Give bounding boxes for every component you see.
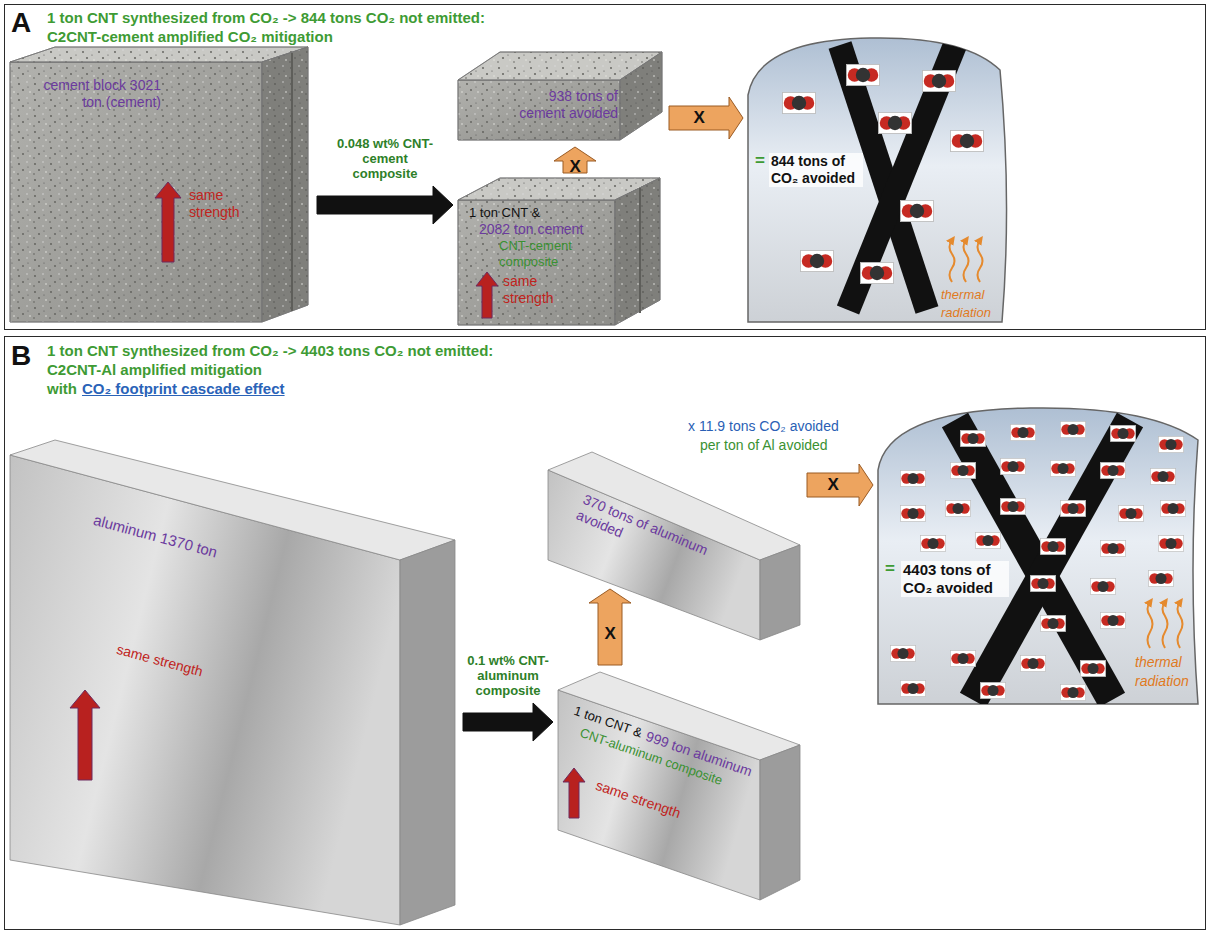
annotation-label: x 11.9 tons CO₂ avoided	[688, 418, 839, 435]
x-mark: X	[828, 475, 839, 495]
block-arrow	[463, 703, 553, 741]
arrow-label: 0.1 wt% CNT-aluminum composite	[456, 654, 560, 699]
node-text: same strength	[189, 187, 251, 221]
composite-block-drawing	[458, 178, 660, 325]
node-text: 4403 tons of CO₂ avoided	[901, 561, 1009, 597]
orange-arrow	[669, 97, 743, 139]
cement-slab-drawing	[458, 52, 662, 140]
node-text: same strength	[503, 273, 563, 307]
node-text: 2082 ton cement	[479, 221, 583, 238]
x-mark: X	[605, 624, 616, 644]
composite-block: 1 ton CNT &2082 ton cementCNT-cement com…	[457, 177, 663, 327]
node-text: 1 ton CNT &	[469, 205, 540, 221]
node-text: C2CNT-Al amplified mitigation	[47, 361, 262, 379]
node-text: same strength	[115, 641, 205, 680]
node-text: =	[885, 559, 895, 579]
aluminum-slab-drawing	[548, 452, 800, 640]
cement-block-drawing	[10, 47, 308, 322]
node-text: 938 tons of cement avoided	[504, 88, 618, 122]
node-text: same strength	[594, 777, 683, 822]
node-text: 844 tons of CO₂ avoided	[769, 153, 863, 187]
orange-arrow	[589, 589, 631, 665]
node-text: CO₂ footprint cascade effect	[82, 380, 285, 398]
annotation-label: per ton of Al avoided	[700, 437, 828, 454]
strength-arrows	[70, 182, 585, 818]
node-text: A	[11, 6, 31, 40]
node-text: thermal radiation	[1135, 653, 1197, 691]
arrow-label: 0.048 wt% CNT-cement composite	[333, 137, 437, 182]
node-text: =	[755, 151, 765, 171]
composite-aluminum: 1 ton CNT &999 ton aluminumCNT-aluminum …	[557, 669, 803, 909]
avoided-cement-slab: 938 tons of cement avoided	[457, 49, 665, 143]
co2-avoided-panel-b: = 4403 tons of CO₂ avoided thermal radiati…	[877, 407, 1201, 709]
x-mark: X	[570, 157, 581, 177]
node-text: 1 ton CNT synthesized from CO₂ -> 4403 t…	[47, 342, 493, 360]
cement-block: cement block 3021 ton (cement) same stren…	[9, 45, 313, 327]
node-text: cement block 3021 ton (cement)	[37, 77, 161, 111]
node-text: CNT-cement composite	[499, 238, 585, 269]
aluminum-block: aluminum 1370 ton same strength	[9, 421, 459, 929]
node-text: 370 tons of aluminum avoided	[574, 491, 725, 581]
panel-a: A 1 ton CNT synthesized from CO₂ -> 844 t…	[4, 4, 1206, 330]
co2-avoided-panel: =844 tons of CO₂ avoided thermal radiatio…	[747, 37, 1007, 327]
node-text: C2CNT-cement amplified CO₂ mitigation	[47, 28, 333, 46]
block-arrow	[317, 186, 453, 224]
node-text: with	[47, 380, 77, 398]
node-text: thermal radiation	[941, 286, 1001, 321]
aluminum-block-drawing	[10, 440, 455, 925]
co2-panel-drawing	[748, 38, 1007, 322]
node-text: B	[11, 339, 31, 373]
x-mark: X	[694, 108, 705, 128]
node-text: aluminum 1370 ton	[91, 511, 219, 561]
co2-panel-b-drawing	[878, 408, 1198, 704]
orange-arrow	[807, 464, 873, 506]
composite-aluminum-drawing	[558, 672, 800, 900]
node-text: 1 ton CNT synthesized from CO₂ -> 844 to…	[47, 9, 485, 27]
avoided-aluminum-slab: 370 tons of aluminum avoided	[547, 447, 803, 585]
